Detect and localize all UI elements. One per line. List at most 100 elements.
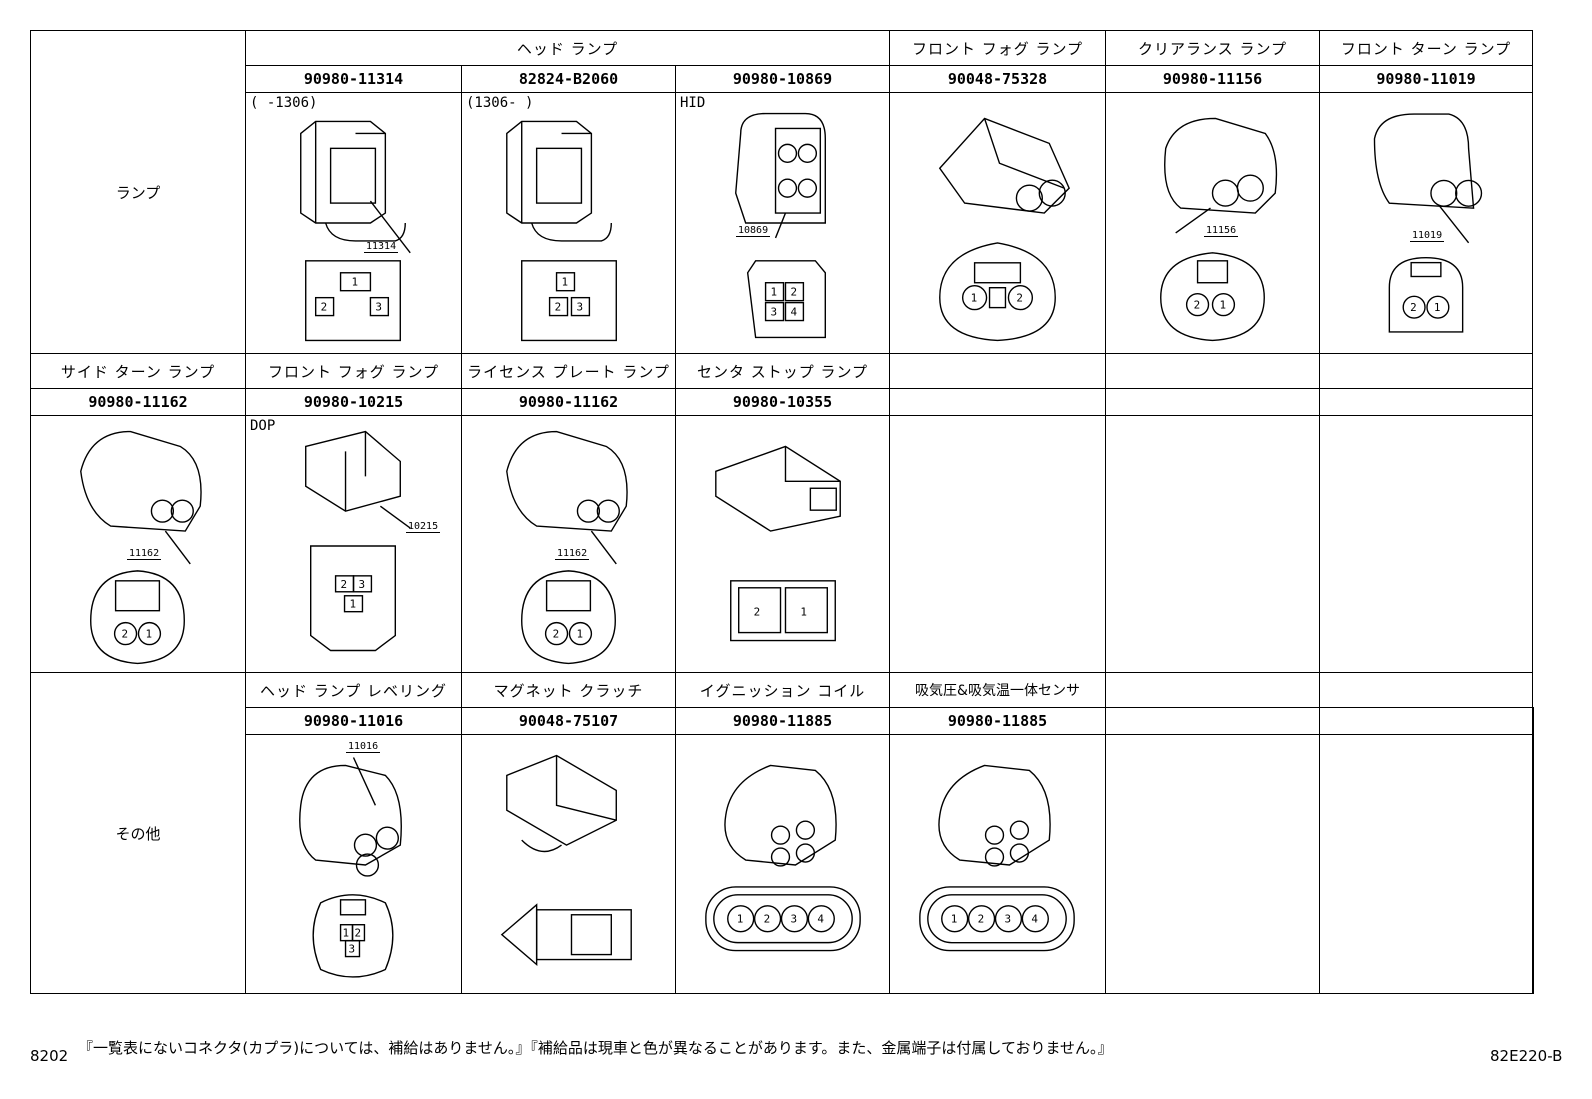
connector-table: ランプ ヘッド ランプ フロント フォグ ランプ クリアランス ランプ フロント… — [30, 30, 1534, 994]
header-front-turn-lamp: フロント ターン ランプ — [1319, 30, 1533, 66]
svg-text:1: 1 — [350, 598, 357, 611]
svg-text:1: 1 — [352, 276, 359, 289]
connector-3pin-drawing: 2 3 1 — [305, 430, 411, 652]
part-callout: 11314 — [364, 241, 399, 253]
svg-text:1: 1 — [737, 913, 744, 926]
header-headlamp-leveling: ヘッド ランプ レベリング — [245, 672, 462, 708]
svg-text:3: 3 — [576, 301, 583, 314]
empty-cell — [889, 415, 1106, 673]
empty-cell — [889, 353, 1106, 389]
svg-text:2: 2 — [1410, 301, 1417, 314]
part-callout: 11156 — [1204, 225, 1239, 237]
part-number: 90980-11156 — [1105, 65, 1320, 93]
part-number: 90980-11314 — [245, 65, 462, 93]
part-note: ( -1306) — [250, 95, 318, 111]
connector-cell — [461, 734, 676, 994]
connector-4pin-drawing: 1 2 3 4 — [705, 764, 861, 952]
svg-text:1: 1 — [562, 276, 569, 289]
svg-text:3: 3 — [771, 306, 778, 319]
connector-1pin-drawing — [500, 754, 632, 967]
part-number: 90980-11162 — [30, 388, 246, 416]
svg-text:2: 2 — [764, 913, 771, 926]
empty-cell — [1532, 707, 1534, 735]
connector-2pin-drawing: 2 1 — [80, 430, 202, 665]
empty-cell — [1319, 415, 1533, 673]
svg-text:2: 2 — [1194, 299, 1201, 312]
connector-cell: 1 2 3 (1306- ) — [461, 92, 676, 354]
empty-cell — [1105, 734, 1320, 994]
svg-text:1: 1 — [1219, 299, 1226, 312]
connector-cell: 1 2 — [889, 92, 1106, 354]
header-side-turn-lamp: サイド ターン ランプ — [30, 353, 246, 389]
svg-text:4: 4 — [1031, 913, 1038, 926]
header-ignition-coil: イグニッション コイル — [675, 672, 890, 708]
empty-cell — [1105, 707, 1320, 735]
part-note: DOP — [250, 418, 276, 434]
connector-3pin-drawing: 1 2 3 — [506, 120, 617, 342]
svg-text:2: 2 — [978, 913, 985, 926]
svg-text:2: 2 — [754, 606, 761, 619]
part-number: 90980-11885 — [889, 707, 1106, 735]
svg-text:1: 1 — [1434, 301, 1441, 314]
part-number: 90980-11162 — [461, 388, 676, 416]
connector-4pin-drawing: 1 2 3 4 — [919, 764, 1075, 952]
svg-text:2: 2 — [122, 628, 129, 641]
svg-text:1: 1 — [343, 927, 350, 940]
connector-3pin-drawing: 1 2 3 — [300, 120, 411, 342]
svg-text:4: 4 — [817, 913, 824, 926]
part-callout: 11016 — [346, 741, 381, 753]
part-number: 90980-11885 — [675, 707, 890, 735]
svg-text:2: 2 — [1016, 292, 1023, 305]
part-number: 90048-75328 — [889, 65, 1106, 93]
part-note: HID — [680, 95, 706, 111]
connector-2pin-drawing: 1 2 — [938, 117, 1070, 342]
connector-4pin-drawing: 1 2 3 4 — [735, 112, 826, 339]
connector-2pin-drawing: 2 1 — [1160, 117, 1278, 342]
part-callout: 11162 — [127, 548, 162, 560]
part-callout: 11019 — [1410, 230, 1445, 242]
empty-cell — [1105, 388, 1320, 416]
connector-cell: 2 1 11162 — [461, 415, 676, 673]
svg-text:1: 1 — [576, 628, 583, 641]
part-number: 90980-10869 — [675, 65, 890, 93]
header-front-fog-lamp: フロント フォグ ランプ — [889, 30, 1106, 66]
empty-cell — [1105, 353, 1320, 389]
page-code: 8202 — [30, 1047, 69, 1065]
svg-text:3: 3 — [349, 943, 356, 956]
figure-reference: 82E220-B — [1490, 1047, 1563, 1065]
svg-text:1: 1 — [771, 286, 778, 299]
part-number: 90980-10215 — [245, 388, 462, 416]
svg-text:2: 2 — [354, 927, 361, 940]
connector-cell: 1 2 3 ( -1306) 11314 — [245, 92, 462, 354]
svg-text:2: 2 — [341, 578, 348, 591]
part-number: 90980-11016 — [245, 707, 462, 735]
connector-cell: 2 1 11019 — [1319, 92, 1533, 354]
connector-cell: 1 2 3 4 — [675, 734, 890, 994]
svg-text:1: 1 — [951, 913, 958, 926]
empty-cell — [1319, 734, 1533, 994]
empty-cell — [1532, 734, 1534, 994]
header-magnet-clutch: マグネット クラッチ — [461, 672, 676, 708]
svg-text:1: 1 — [971, 292, 978, 305]
header-front-fog-lamp: フロント フォグ ランプ — [245, 353, 462, 389]
svg-text:4: 4 — [790, 306, 797, 319]
connector-cell: 1 2 3 4 HID 10869 — [675, 92, 890, 354]
svg-text:2: 2 — [553, 628, 560, 641]
part-number: 90980-11019 — [1319, 65, 1533, 93]
connector-3pin-drawing: 1 2 3 — [299, 757, 402, 978]
svg-text:3: 3 — [375, 301, 382, 314]
connector-2pin-drawing: 2 1 — [715, 445, 841, 642]
part-number: 90048-75107 — [461, 707, 676, 735]
header-license-plate-lamp: ライセンス プレート ランプ — [461, 353, 676, 389]
header-map-iat-sensor: 吸気圧&吸気温一体センサ — [889, 672, 1106, 708]
svg-text:3: 3 — [1004, 913, 1011, 926]
empty-cell — [1105, 672, 1320, 708]
part-number: 82824-B2060 — [461, 65, 676, 93]
svg-text:2: 2 — [790, 286, 797, 299]
empty-cell — [1319, 672, 1533, 708]
part-callout: 10869 — [736, 225, 771, 237]
svg-text:1: 1 — [800, 606, 807, 619]
svg-text:2: 2 — [321, 301, 328, 314]
empty-cell — [1319, 353, 1533, 389]
empty-cell — [889, 388, 1106, 416]
